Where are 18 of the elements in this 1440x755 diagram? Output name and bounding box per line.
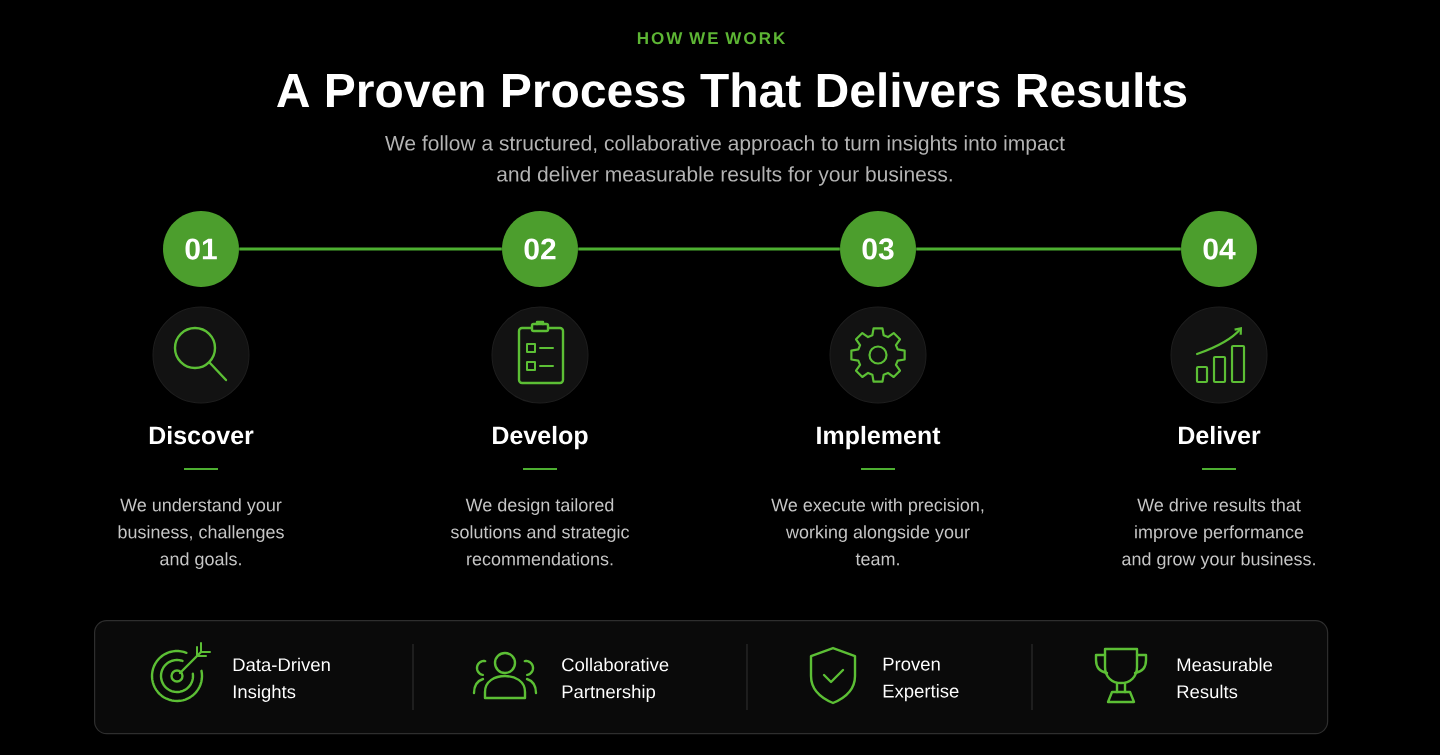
step-description: We execute with precision, working alongside your team. (771, 498, 984, 566)
feature-label: Measurable Results (1177, 657, 1273, 699)
connector-line (916, 247, 1181, 251)
title: A Proven Process That Delivers Results (277, 72, 1187, 108)
subtitle: We follow a structured, collaborative approach to turn insights into impact and deliver measurable results for your business. (385, 135, 1065, 186)
step-title: Develop (493, 425, 588, 450)
feature-label: Proven Expertise (883, 657, 959, 702)
connector-line (239, 247, 502, 251)
feature-label: Collaborative Partnership (562, 657, 669, 702)
step-title: Implement (817, 425, 941, 450)
step-title: Discover (149, 425, 254, 445)
step-description: We understand your business, challenges and goals. (118, 498, 284, 569)
step-title: Deliver (1179, 425, 1261, 445)
feature-label: Data-Driven Insights (233, 657, 330, 702)
connector-line (578, 247, 840, 251)
eyebrow-text: HOW WE WORK (637, 32, 786, 45)
step-description: We drive results that improve performance and grow your business. (1122, 498, 1315, 569)
step-description: We design tailored solutions and strategic recommendations. (450, 498, 630, 566)
